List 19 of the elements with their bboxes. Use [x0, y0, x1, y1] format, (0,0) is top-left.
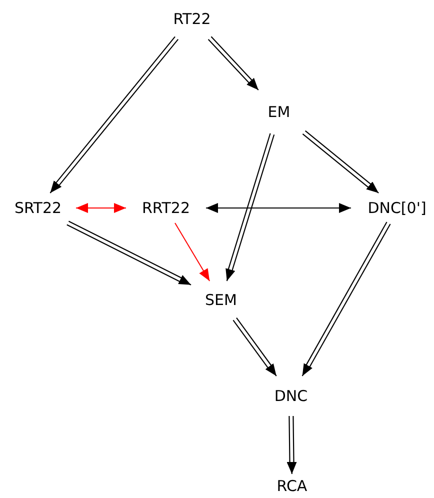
node-label: EM	[268, 103, 290, 121]
node-label: RCA	[276, 477, 308, 495]
arrow	[208, 36, 259, 91]
arrow	[174, 222, 210, 282]
node-label: DNC	[274, 387, 308, 405]
arrow	[226, 132, 275, 282]
arrow	[66, 220, 192, 286]
arrow	[302, 221, 391, 377]
arrow	[206, 203, 352, 213]
node-label: SRT22	[14, 199, 62, 217]
arrow	[232, 317, 277, 377]
arrow	[286, 415, 297, 475]
arrow	[50, 36, 179, 194]
arrow	[302, 130, 380, 194]
node-label: SEM	[205, 291, 237, 309]
node-label: RT22	[173, 10, 211, 28]
node-label: DNC[0']	[368, 199, 426, 217]
arrow	[76, 203, 126, 213]
node-label: RRT22	[142, 199, 190, 217]
